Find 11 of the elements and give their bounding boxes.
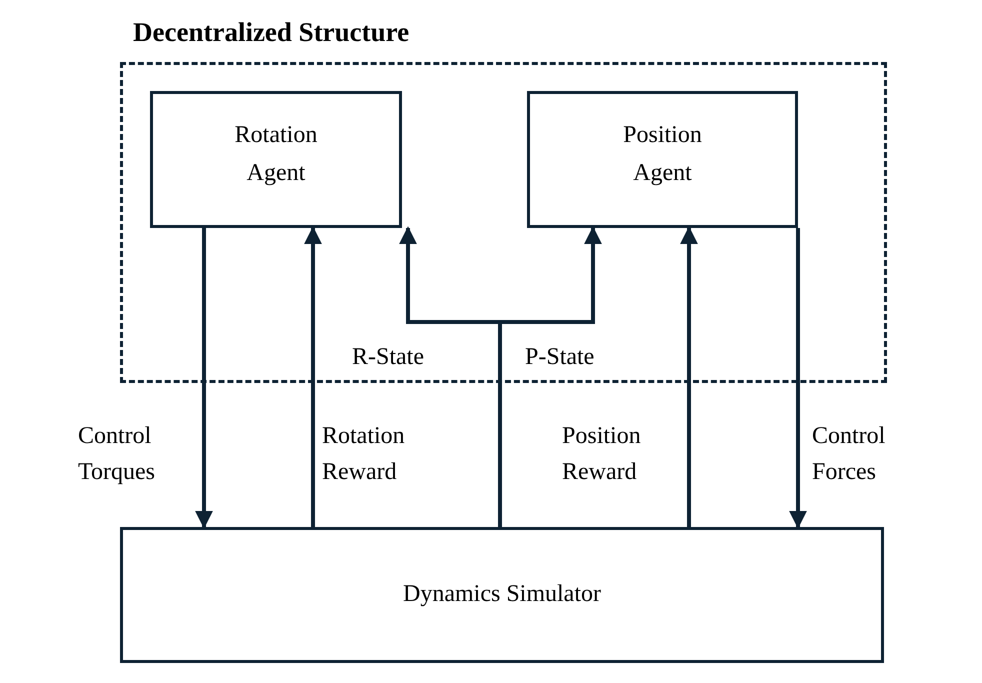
arrow [304,226,322,527]
group-title: Decentralized Structure [133,17,410,48]
box-label: Position Agent [622,121,703,188]
arrow [195,228,213,529]
box-label: Rotation Agent [234,121,318,188]
arrow [789,228,807,529]
agent-box [527,91,798,228]
simulator-box [120,527,884,663]
box-label: Dynamics Simulator [403,580,601,610]
agent-box [150,91,402,228]
arrow [680,226,698,527]
